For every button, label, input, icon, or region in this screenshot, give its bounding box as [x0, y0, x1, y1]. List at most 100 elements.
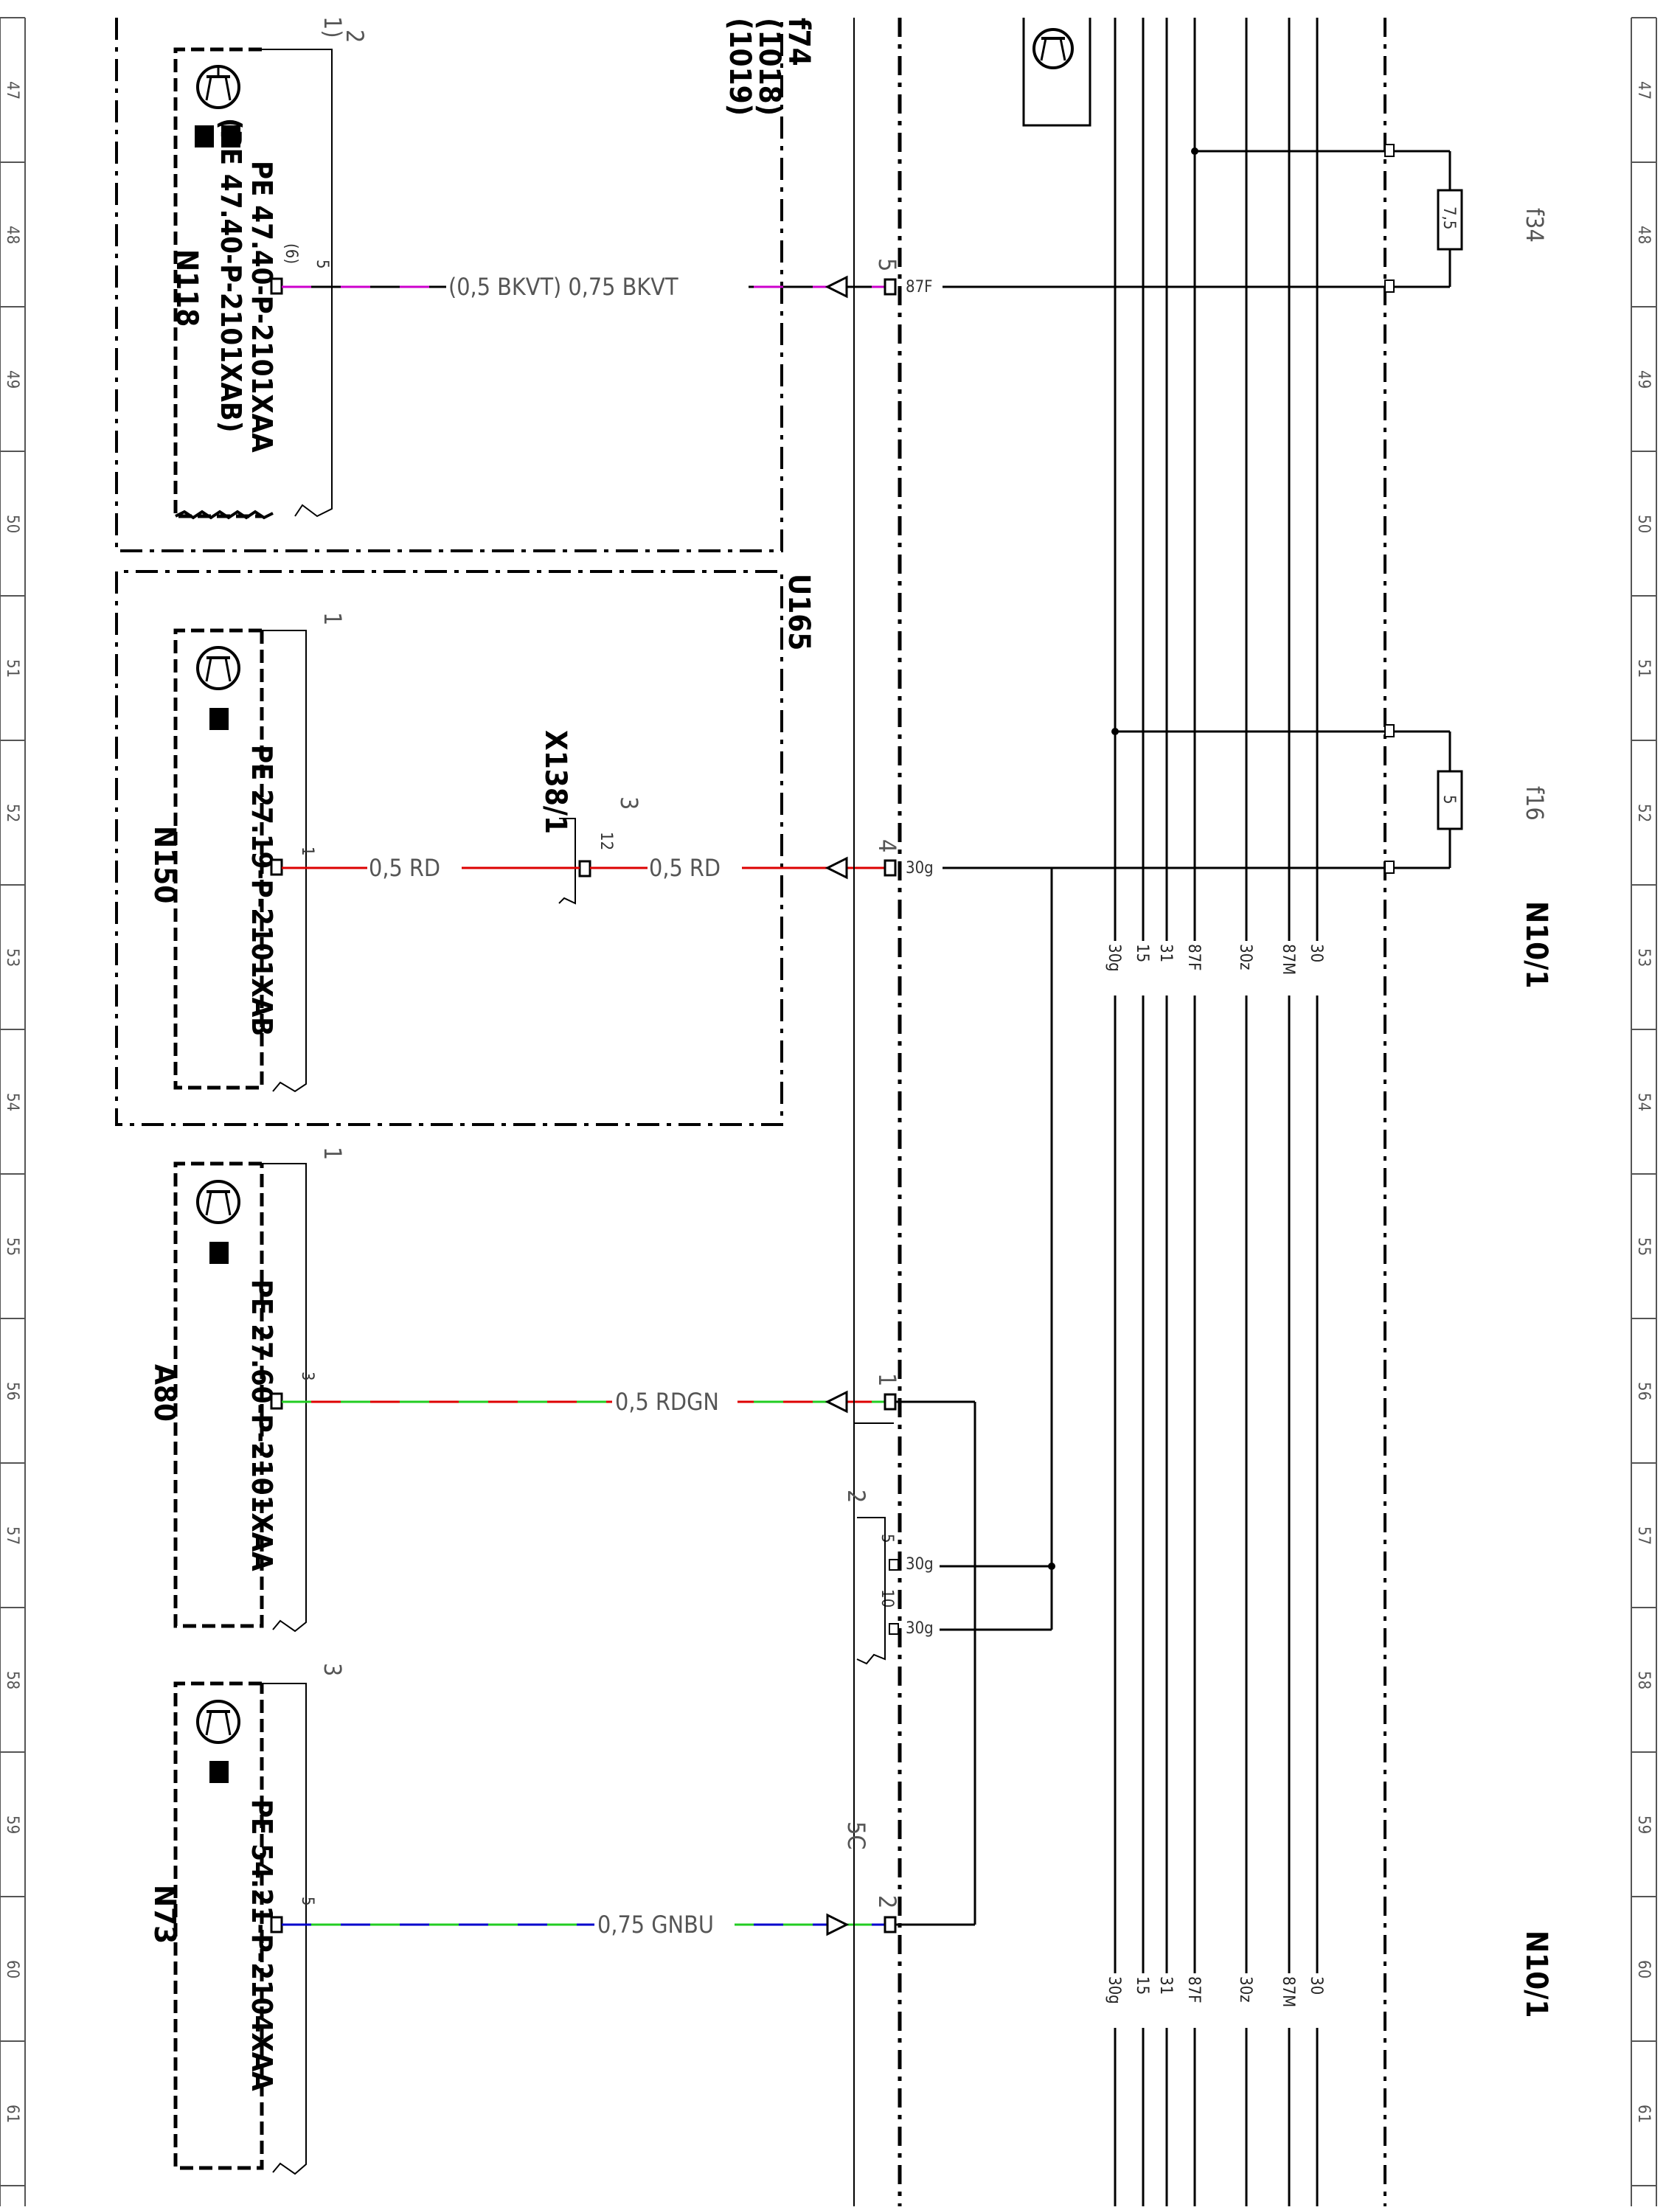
wire-rd-label-right: 0,5 RD — [649, 854, 721, 882]
u165-name: U165 — [782, 574, 816, 650]
component-n150[interactable]: PE 27.19-P-2101XAB N150 1 1 — [147, 612, 347, 1093]
connector-header-2: 2 — [842, 1490, 870, 1503]
connector-arrowheads — [825, 275, 850, 1936]
hand-pointer-icon — [209, 1242, 229, 1264]
n118-ref-line1[interactable]: PE 47.40-P-2101XAA — [246, 161, 278, 453]
component-n73[interactable]: PE 54.21-P-2104XAA N73 3 5 — [147, 1663, 347, 2175]
bus-label-bg — [1309, 1973, 1327, 2028]
connector-x138-1[interactable]: X138/1 3 12 — [538, 730, 643, 905]
connector-subpin-10: 10 — [878, 1589, 896, 1608]
bus-label: 15 — [1133, 1976, 1151, 1995]
ruler-label: 49 — [1634, 370, 1653, 389]
n118-note: 1) — [319, 16, 347, 38]
fuse-f16-rating: 5 — [1440, 795, 1458, 805]
transistor-icon — [196, 1180, 240, 1224]
transistor-icon — [196, 65, 240, 109]
ruler-label: 50 — [3, 515, 21, 533]
bus-label-bg — [1238, 1973, 1256, 2028]
ruler-label: 58 — [3, 1671, 21, 1689]
bus-label: 87F — [1184, 1976, 1203, 2004]
bus-label-bg — [1281, 1973, 1299, 2028]
ruler-label: 56 — [1634, 1382, 1653, 1400]
bus-label-bg — [1159, 941, 1176, 995]
bus-label-bg — [1187, 1973, 1204, 2028]
a80-ref[interactable]: PE 27.60-P-2101XAA — [246, 1279, 278, 1571]
fuse-f16-name: f16 — [1521, 786, 1549, 821]
top-transistor-box — [1022, 18, 1091, 127]
component-a80[interactable]: PE 27.60-P-2101XAA A80 1 3 — [147, 1147, 347, 1633]
n73-pin-header: 3 — [319, 1663, 347, 1676]
connector-subpin-5: 5 — [878, 1534, 896, 1543]
a80-pin: 3 — [298, 1372, 316, 1381]
x138-1-header: 3 — [615, 796, 643, 810]
ruler-label: 50 — [1634, 515, 1653, 533]
ruler-label: 59 — [1634, 1815, 1653, 1834]
main-connector[interactable]: 5 4 1 2 2 5C 5 10 87F 30g 30g 30g — [842, 18, 934, 2206]
bus-label: 30 — [1307, 944, 1325, 962]
bus-label: 30z — [1236, 944, 1254, 970]
n150-ref[interactable]: PE 27.19-P-2101XAB — [246, 745, 278, 1036]
fuse-f16[interactable]: 5 f16 — [1384, 724, 1549, 874]
connector-pin-2: 2 — [873, 1895, 901, 1908]
ruler-label: 58 — [1634, 1671, 1653, 1689]
ruler-label: 60 — [1634, 1960, 1653, 1978]
ruler-label: 54 — [1634, 1093, 1653, 1111]
bus-label-bg — [1135, 1973, 1153, 2028]
ruler-label: 48 — [1634, 226, 1653, 244]
fuse-f34-name: f34 — [1521, 208, 1549, 243]
ruler-label: 49 — [3, 370, 21, 389]
ruler-label: 47 — [3, 81, 21, 100]
bus-label: 15 — [1133, 944, 1151, 962]
wire-rdgn[interactable]: 0,5 RDGN — [282, 1388, 885, 1416]
bus-label-bg — [1187, 941, 1204, 995]
n150-pin: 1 — [298, 847, 316, 856]
terminal-30g-a: 30g — [906, 859, 934, 878]
bus-label-bg — [1107, 941, 1125, 995]
ruler-label: 55 — [3, 1237, 21, 1256]
n118-ref-line2[interactable]: (PE 47.40-P-2101XAB) — [215, 118, 247, 432]
wire-bkvt[interactable]: (0,5 BKVT) 0,75 BKVT — [282, 273, 885, 301]
connector-pin-1: 1 — [873, 1373, 901, 1386]
a80-name: A80 — [147, 1364, 181, 1422]
connector-pin-5: 5 — [873, 258, 901, 271]
wire-bkvt-label: (0,5 BKVT) 0,75 BKVT — [448, 273, 678, 301]
wire-rd-label-left: 0,5 RD — [369, 854, 440, 882]
wire-rd[interactable]: 0,5 RD 0,5 RD — [282, 854, 885, 882]
n73-ref[interactable]: PE 54.21-P-2104XAA — [246, 1799, 278, 2091]
ruler-label: 53 — [1634, 948, 1653, 967]
bus-label: 31 — [1156, 1976, 1175, 1995]
hand-pointer-icon — [209, 708, 229, 730]
fuse-f34-rating: 7,5 — [1440, 206, 1458, 229]
wire-gnbu-label: 0,75 GNBU — [597, 1911, 714, 1939]
transistor-icon — [196, 1700, 240, 1744]
terminal-30g-c: 30g — [906, 1619, 934, 1638]
module-n10-1-label-top: N10/1 — [1519, 901, 1553, 988]
ruler-label: 61 — [1634, 2105, 1653, 2123]
terminal-30g-b: 30g — [906, 1555, 934, 1574]
a80-pin-header: 1 — [319, 1147, 347, 1160]
bus-label-bg — [1309, 941, 1327, 995]
bus-label-bg — [1238, 941, 1256, 995]
fuse-f34[interactable]: 7,5 f34 — [1384, 144, 1549, 293]
ruler-label: 55 — [1634, 1237, 1653, 1256]
ruler-label: 60 — [3, 1960, 21, 1978]
n118-pin-header: 2 — [341, 29, 369, 43]
n118-name: N118 — [170, 249, 204, 327]
ruler-label: 52 — [1634, 804, 1653, 822]
ruler-ticks — [0, 17, 1656, 2186]
ruler-left — [0, 18, 26, 2206]
bus-label: 30z — [1236, 1976, 1254, 2003]
hand-pointer-icon — [195, 125, 240, 539]
ruler-label: 56 — [3, 1382, 21, 1400]
component-u165[interactable]: U165 f74 (1018) (1019) — [115, 18, 816, 1126]
wire-gnbu[interactable]: 0,75 GNBU — [282, 1911, 885, 1939]
n73-name: N73 — [147, 1885, 181, 1944]
wire-rdgn-label: 0,5 RDGN — [615, 1388, 719, 1416]
component-n118[interactable]: PE 47.40-P-2101XAA (PE 47.40-P-2101XAB) … — [115, 16, 783, 552]
ruler-label: 47 — [1634, 81, 1653, 100]
bus-label-bg — [1135, 941, 1153, 995]
bus-label: 87F — [1184, 944, 1203, 971]
bus-label: 31 — [1156, 944, 1175, 962]
